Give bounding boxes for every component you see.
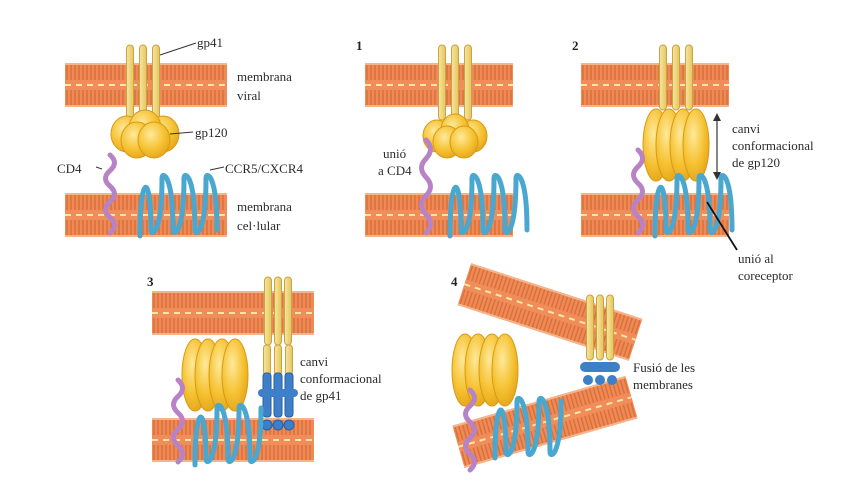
gp120-3 [182,339,248,411]
label-membrana-cel-1: membrana [237,199,292,214]
gp41-stalks-1 [439,45,472,120]
gp41-knob-4 [607,375,617,385]
viral-membrane-2 [581,63,729,107]
label-unio-coreceptor-2: coreceptor [738,268,793,283]
leader-gp41 [160,43,196,55]
label-canvi-gp41-3: de gp41 [300,388,342,403]
leader-cd4 [96,167,102,169]
panel-number-3: 3 [147,274,154,290]
arrow-head-up [713,113,721,121]
coreceptor-3 [195,405,261,465]
label-canvi-gp120-1: canvi [732,121,760,136]
gp120-2-changed [643,109,709,181]
panel-number-2: 2 [572,38,579,54]
label-ccr5-cxcr4: CCR5/CXCR4 [225,161,303,176]
label-canvi-gp41-1: canvi [300,354,328,369]
gp41-stalks-2 [660,45,693,110]
panel-0 [65,43,227,237]
panel-number-1: 1 [356,38,363,54]
gp41-knob-4 [583,375,593,385]
gp120 [111,110,179,158]
panel-2 [581,45,737,250]
panel-number-4: 4 [451,274,458,290]
label-cd4: CD4 [57,161,82,176]
label-fusio-2: membranes [633,377,693,392]
gp41-changed-3 [258,345,298,430]
label-membrana-viral-2: viral [237,88,261,103]
label-membrana-viral-1: membrana [237,69,292,84]
label-unio-cd4-1: unió [383,146,406,161]
label-canvi-gp41-2: conformacional [300,371,382,386]
panel-4 [452,263,642,470]
label-membrana-cel-2: cel·lular [237,218,280,233]
gp41-stalks-4 [587,295,614,360]
label-gp120: gp120 [195,125,228,140]
label-canvi-gp120-2: conformacional [732,138,814,153]
gp41-helix-4 [580,362,620,372]
leader-ccr5 [210,167,224,170]
label-unio-cd4-2: a CD4 [378,163,412,178]
gp41-stalks [127,45,160,120]
panel-1 [365,45,527,237]
label-canvi-gp120-3: de gp120 [732,155,780,170]
label-gp41: gp41 [197,35,223,50]
panel-3 [152,277,314,465]
gp120-4 [452,334,518,406]
label-fusio-1: Fusió de les [633,360,695,375]
gp41-stalks-3-top [265,277,292,345]
label-unio-coreceptor-1: unió al [738,251,774,266]
gp41-knob-4 [595,375,605,385]
